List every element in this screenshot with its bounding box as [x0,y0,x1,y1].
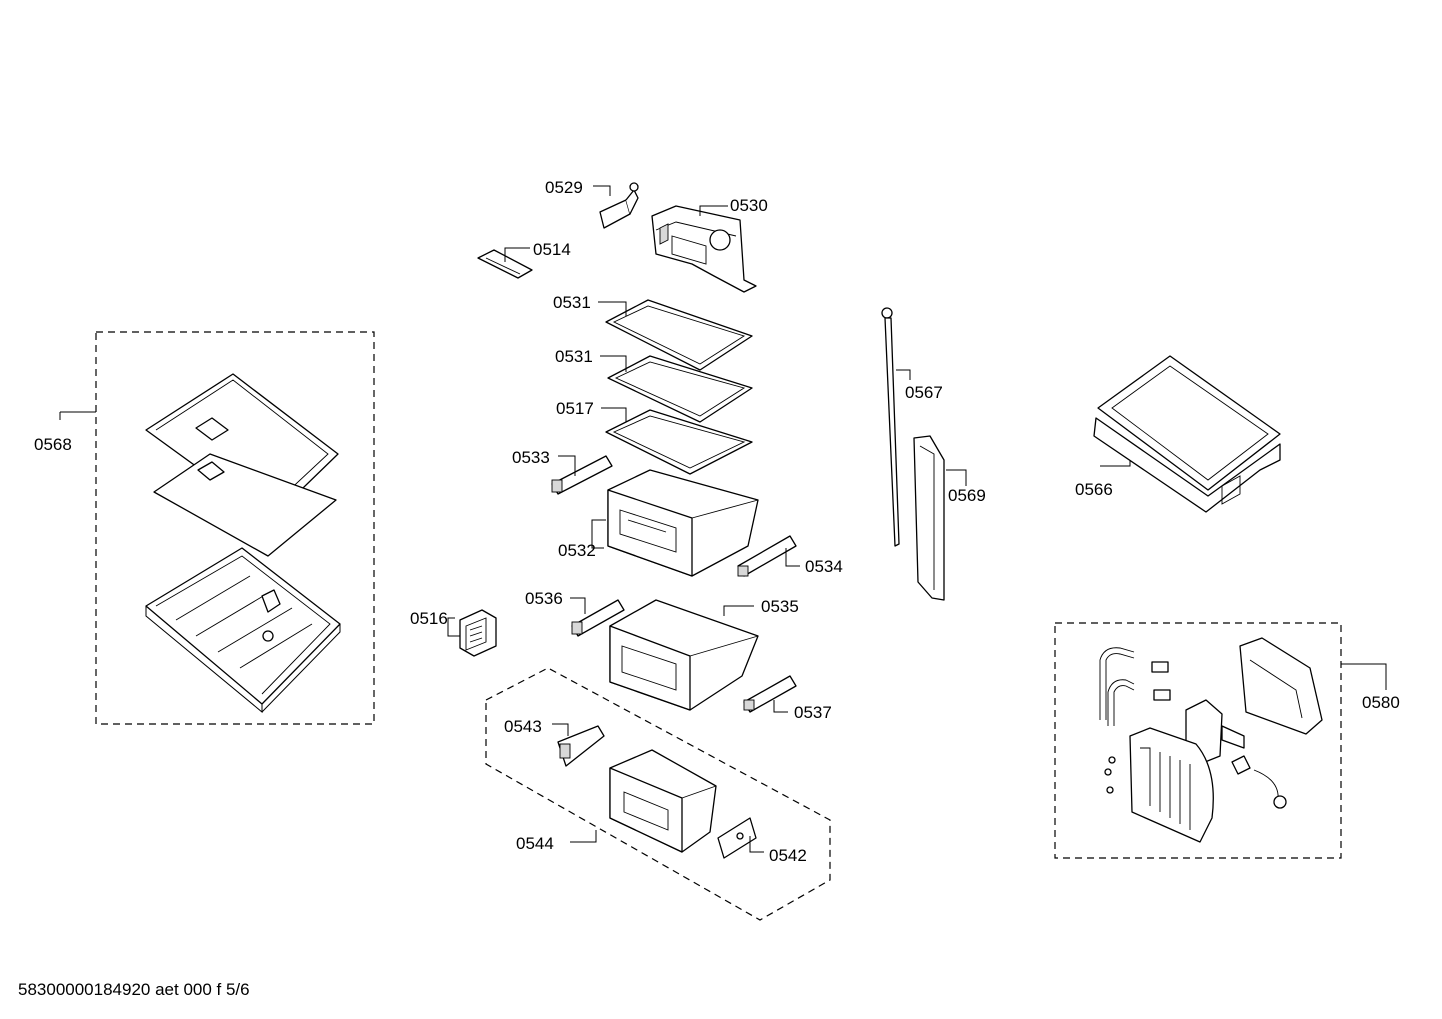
label-0516: 0516 [410,609,448,628]
leader-0529 [593,185,611,196]
label-0569: 0569 [948,486,986,505]
label-0535: 0535 [761,597,799,616]
leader-0532 [591,519,606,549]
part-0529-clip [599,182,639,229]
leader-0569 [946,469,967,486]
part-0530-housing [651,205,757,293]
label-0568: 0568 [34,435,72,454]
label-0537: 0537 [794,703,832,722]
leader-0533 [558,455,576,476]
part-0532-drawer [607,469,759,577]
part-0566-tray-lid [1093,355,1281,513]
part-0543-rail [557,725,605,767]
group-0568 [95,331,375,725]
label-0580: 0580 [1362,693,1400,712]
part-0542-clip [717,817,757,859]
part-0569-channel [913,435,945,601]
part-0537-rail [743,675,797,713]
leader-0530 [699,205,728,216]
leader-0514 [504,247,530,262]
leader-0544 [570,830,597,843]
part-0533-rail [551,455,613,495]
label-0542: 0542 [769,846,807,865]
part-0516-filter [459,609,497,657]
group-0580 [1054,622,1342,859]
label-0517: 0517 [556,399,594,418]
leader-0517 [601,407,627,422]
leader-0580 [1341,663,1387,690]
part-0531-shelf-1 [605,299,753,371]
leader-0537 [773,700,788,713]
leader-0542 [749,836,764,853]
label-0531-b: 0531 [555,347,593,366]
label-0536: 0536 [525,589,563,608]
part-0535-drawer [609,599,759,711]
label-0532: 0532 [558,541,596,560]
leader-0531-b [600,355,627,372]
leader-0516 [447,617,460,637]
label-0544: 0544 [516,834,554,853]
leader-0531-a [598,301,627,316]
label-0534: 0534 [805,557,843,576]
label-0531-a: 0531 [553,293,591,312]
label-0533: 0533 [512,448,550,467]
label-0567: 0567 [905,383,943,402]
part-0517-shelf-3 [605,409,753,475]
label-0514: 0514 [533,240,571,259]
part-0534-rail [737,535,797,577]
part-0531-shelf-2 [607,355,753,423]
part-0514-bracket [477,249,533,279]
leader-0536 [570,597,586,614]
label-0530: 0530 [730,196,768,215]
leader-0566 [1100,460,1131,467]
part-0544-drawer [609,749,717,853]
leader-0567 [896,369,911,380]
part-0567-rod [881,307,900,547]
label-0543: 0543 [504,717,542,736]
part-0536-rail [571,599,625,637]
group-lower-drawer-outline [485,667,831,921]
leader-0543 [552,723,569,736]
leader-0535 [723,605,754,616]
document-reference-footer: 58300000184920 aet 000 f 5/6 [18,980,250,999]
label-0529: 0529 [545,178,583,197]
leader-0534 [785,548,800,567]
label-0566: 0566 [1075,480,1113,499]
